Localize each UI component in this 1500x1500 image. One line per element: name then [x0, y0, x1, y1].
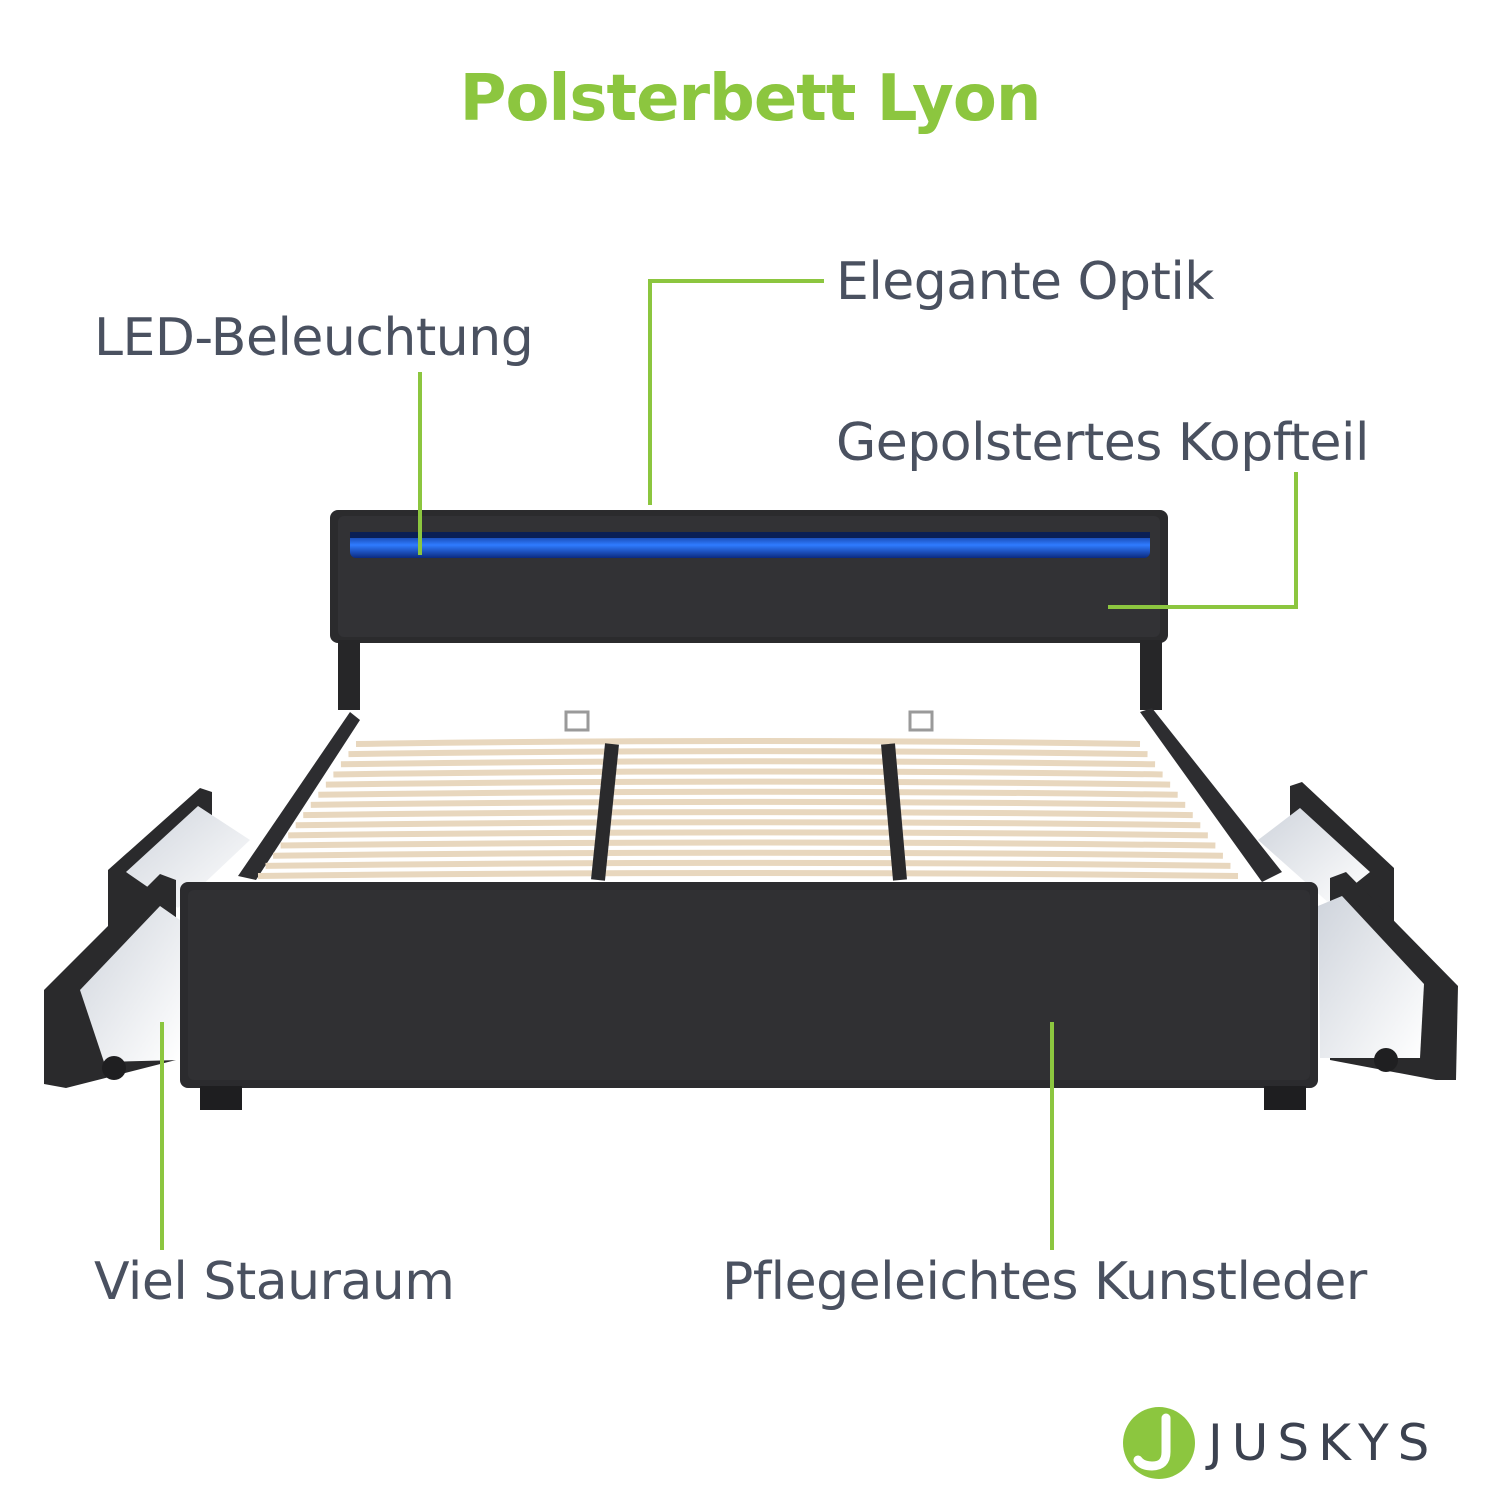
- label-led-beleuchtung: LED-Beleuchtung: [94, 308, 534, 368]
- right-drawers: [1258, 782, 1458, 1080]
- slat: [295, 819, 1201, 829]
- callout-lines: [160, 279, 1298, 1250]
- slat: [273, 849, 1223, 859]
- juskys-logo-icon: [1123, 1407, 1195, 1479]
- led-strip: [350, 532, 1150, 558]
- footboard: [180, 882, 1318, 1110]
- slat: [303, 809, 1193, 819]
- headboard: [330, 510, 1168, 710]
- slatted-frame: [257, 738, 1239, 881]
- slat: [333, 768, 1163, 778]
- page-title: Polsterbett Lyon: [459, 62, 1042, 136]
- slat: [325, 778, 1171, 788]
- slat-rail: [591, 743, 619, 881]
- label-elegante-optik: Elegante Optik: [836, 252, 1214, 312]
- label-viel-stauraum: Viel Stauraum: [94, 1252, 455, 1312]
- slat: [340, 758, 1156, 768]
- slat: [310, 798, 1186, 808]
- slat: [355, 738, 1141, 747]
- callout-line-elegante-optik: [648, 279, 824, 505]
- slat: [288, 829, 1208, 839]
- left-drawers: [44, 788, 250, 1088]
- slat: [265, 859, 1231, 869]
- slat: [280, 839, 1216, 849]
- brand-name: JUSKYS: [1208, 1414, 1439, 1472]
- slat: [257, 870, 1239, 879]
- slat: [348, 748, 1148, 758]
- slat-rail: [881, 743, 907, 881]
- brand-logo: JUSKYS: [1120, 1404, 1460, 1484]
- label-gepolstertes-kopfteil: Gepolstertes Kopfteil: [836, 413, 1369, 473]
- slat: [318, 788, 1178, 798]
- label-kunstleder: Pflegeleichtes Kunstleder: [722, 1252, 1367, 1312]
- bed-frame: [238, 708, 1282, 882]
- callout-line-kopfteil: [1108, 472, 1298, 609]
